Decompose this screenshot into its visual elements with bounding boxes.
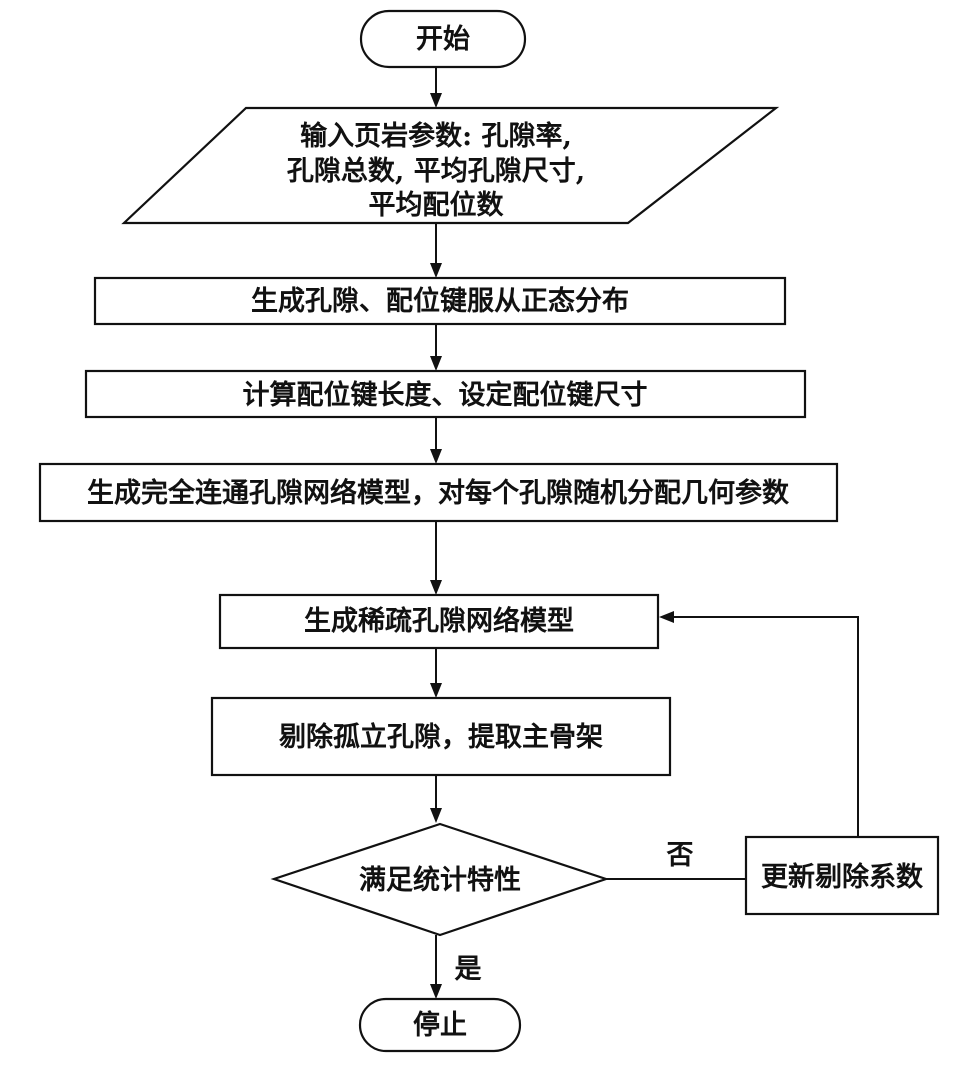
connector-start-input: [430, 67, 442, 108]
connector-step1-step2: [430, 324, 442, 371]
process-step-4: 生成稀疏孔隙网络模型: [218, 593, 660, 650]
process-step-1: 生成孔隙、配位键服从正态分布: [93, 276, 787, 326]
connector-no-branch: 否: [606, 840, 746, 880]
process-step-4-label: 生成稀疏孔隙网络模型: [304, 605, 574, 637]
input-line-2: 孔隙总数, 平均孔隙尺寸,: [287, 156, 585, 187]
connector-step4-step5: [430, 648, 442, 698]
process-step-2-label: 计算配位键长度、设定配位键尺寸: [243, 379, 648, 411]
connector-step5-decision: [430, 775, 442, 823]
connector-step3-step4: [430, 521, 442, 595]
connector-yes-branch: 是: [430, 935, 482, 999]
input-node: 输入页岩参数: 孔隙率, 孔隙总数, 平均孔隙尺寸, 平均配位数: [121, 106, 780, 225]
process-step-3-label: 生成完全连通孔隙网络模型，对每个孔隙随机分配几何参数: [87, 477, 790, 509]
end-node: 停止: [358, 997, 522, 1053]
connector-step2-step3: [430, 417, 442, 464]
no-label: 否: [667, 840, 694, 871]
process-step-3: 生成完全连通孔隙网络模型，对每个孔隙随机分配几何参数: [38, 462, 839, 523]
process-step-1-label: 生成孔隙、配位键服从正态分布: [251, 285, 629, 317]
input-line-1: 输入页岩参数: 孔隙率,: [300, 120, 572, 152]
connector-input-step1: [430, 223, 442, 278]
process-step-2: 计算配位键长度、设定配位键尺寸: [84, 369, 807, 419]
update-node: 更新剔除系数: [744, 835, 940, 916]
decision-node: 满足统计特性: [270, 822, 610, 937]
start-label: 开始: [416, 23, 470, 55]
connector-feedback-loop: [659, 611, 859, 837]
update-label: 更新剔除系数: [761, 861, 924, 893]
decision-label: 满足统计特性: [359, 864, 521, 896]
yes-label: 是: [455, 954, 482, 985]
process-step-5-label: 剔除孤立孔隙，提取主骨架: [278, 721, 603, 753]
input-line-3: 平均配位数: [369, 189, 505, 221]
process-step-5: 剔除孤立孔隙，提取主骨架: [210, 696, 672, 777]
end-label: 停止: [413, 1009, 467, 1041]
start-node: 开始: [359, 9, 527, 69]
